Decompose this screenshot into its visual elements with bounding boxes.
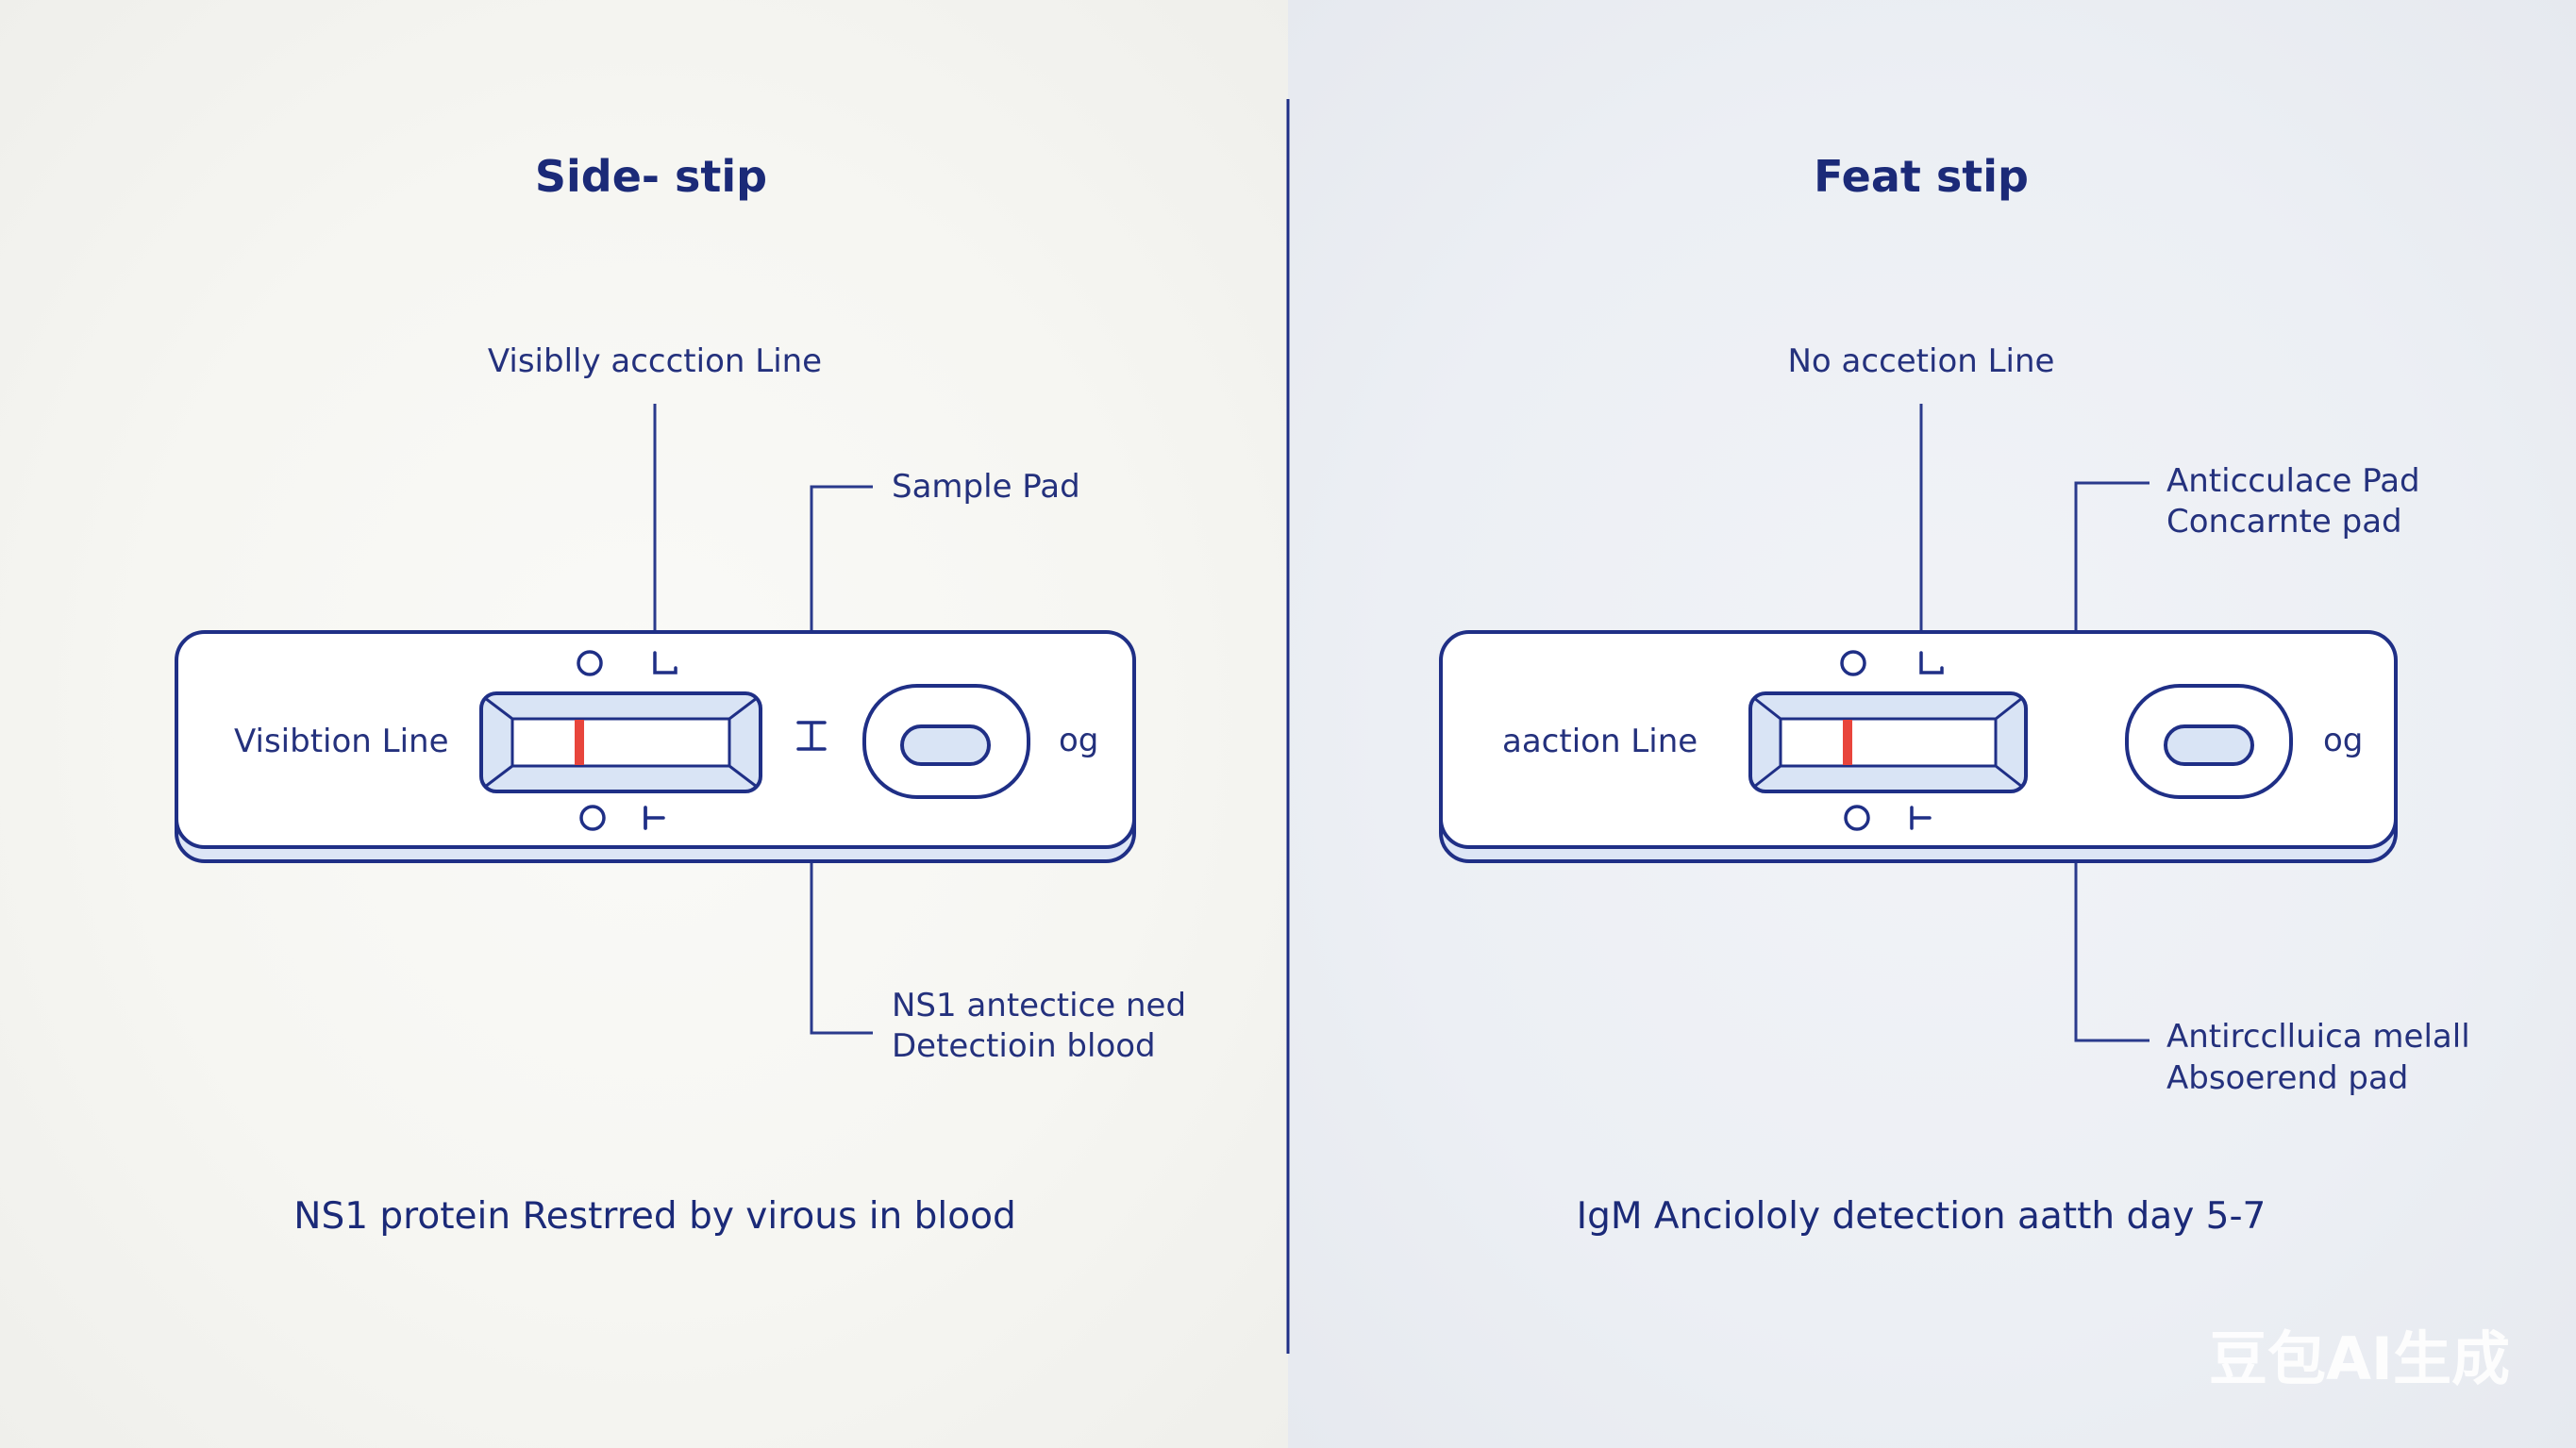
left-well-label: og [1059, 722, 1098, 759]
left-result-membrane [510, 717, 731, 768]
left-ibeam-mark [796, 721, 827, 751]
left-lower-callout-line-2: Detectioin blood [892, 1027, 1156, 1065]
right-bottom-circle-mark [1844, 805, 1870, 831]
right-upper-callout-line-1: Anticculace Pad [2166, 462, 2420, 500]
right-well-label: og [2323, 722, 2363, 759]
left-test-line [575, 720, 584, 765]
right-caption: IgM Anciololy detection aatth day 5-7 [1577, 1195, 2267, 1238]
watermark-logo: 豆包AI生成 [2209, 1324, 2510, 1393]
right-upper-callout-line-2: Concarnte pad [2166, 503, 2402, 541]
right-bottom-t-mark [1910, 806, 1932, 830]
right-top-l-mark [1919, 651, 1944, 674]
left-lower-callout-leader [810, 835, 873, 1035]
right-result-membrane [1779, 717, 1998, 768]
right-test-cassette: aaction Line og [1439, 630, 2398, 863]
right-panel: Feat stip No accetion Line Anticculace P… [1439, 151, 2470, 1238]
right-window-bevel [1753, 764, 1781, 789]
right-top-label: No accetion Line [1788, 342, 2055, 380]
left-strip-label: Visibtion Line [234, 723, 449, 760]
right-top-circle-mark [1840, 650, 1866, 676]
right-upper-callout-leader [2074, 481, 2149, 649]
left-upper-callout-leader [810, 485, 873, 630]
left-window-bevel [484, 764, 513, 789]
left-window-bevel [728, 696, 758, 721]
right-window-bevel [1995, 696, 2023, 721]
left-bottom-t-mark-path [644, 806, 665, 830]
right-sample-well-opening [2164, 724, 2254, 766]
left-panel-title: Side- stip [535, 151, 767, 202]
left-caption: NS1 protein Restrred by virous in blood [293, 1195, 1015, 1238]
left-lower-callout-line-1: NS1 antectice ned [892, 987, 1186, 1024]
left-sample-well-opening [900, 724, 991, 766]
left-window-bevel [484, 696, 513, 721]
left-window-bevel [728, 764, 758, 789]
right-strip-label: aaction Line [1502, 723, 1698, 760]
left-test-cassette: Visibtion Line [175, 630, 1136, 863]
left-top-l-mark [653, 651, 677, 674]
left-panel: Side- stip Visiblly accction Line Sample… [175, 151, 1186, 1238]
right-test-line [1843, 720, 1852, 765]
right-lower-callout-line-2: Absoerend pad [2166, 1059, 2408, 1097]
right-panel-title: Feat stip [1814, 151, 2029, 202]
left-bottom-circle-mark [579, 805, 606, 831]
left-upper-callout: Sample Pad [892, 468, 1080, 506]
left-top-circle-mark [577, 650, 603, 676]
left-top-label: Visiblly accction Line [488, 342, 822, 380]
right-window-bevel [1995, 764, 2023, 789]
right-window-bevel [1753, 696, 1781, 721]
right-lower-callout-line-1: Antircclluica melall [2166, 1018, 2470, 1056]
